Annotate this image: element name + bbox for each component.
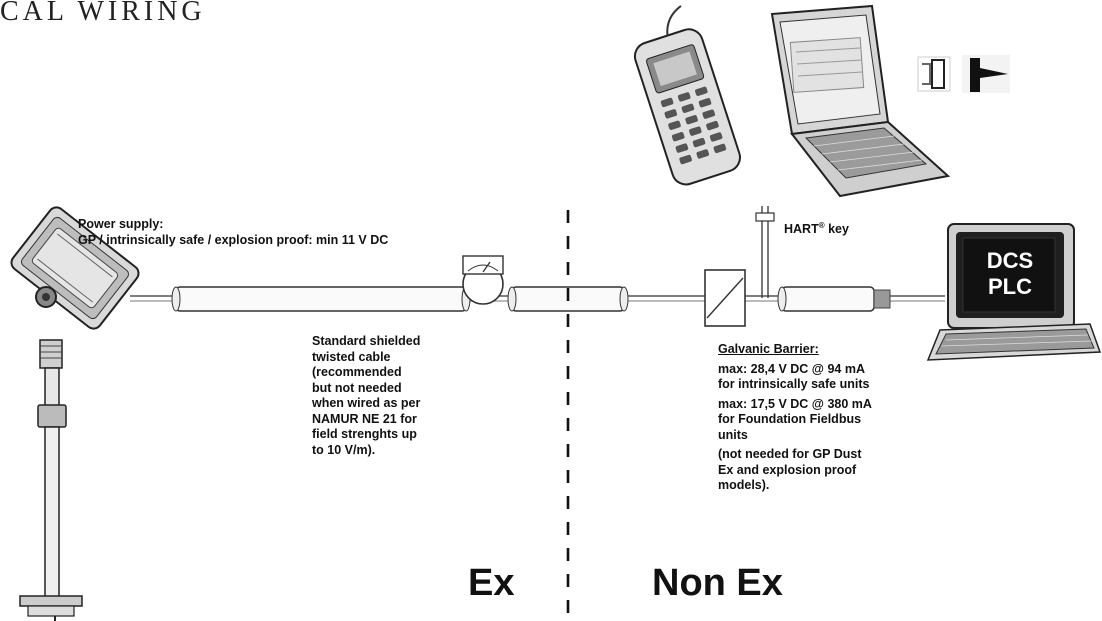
cable-line: NAMUR NE 21 for [312,411,417,426]
hart-key-label: HART® key [784,218,849,238]
power-supply-heading: Power supply: [78,217,164,231]
barrier-line: for intrinsically safe units [718,377,870,391]
barrier-line: max: 28,4 V DC @ 94 mA [718,361,865,376]
shielded-cable-segment [777,286,891,312]
registered-mark: ® [818,221,825,230]
hart-key-connector [755,206,775,298]
arrow-logo-icon [962,55,1010,93]
page-title: CAL WIRING [0,0,206,27]
cable-line: twisted cable [312,349,391,364]
barrier-line: models). [718,478,770,492]
galvanic-barrier-icon [704,269,746,327]
dcs-label: DCS [987,248,1033,273]
ex-zone-label: Ex [468,562,515,604]
barrier-heading: Galvanic Barrier: [718,342,819,356]
handheld-communicator-icon [633,5,741,186]
barrier-line: units [718,427,748,442]
barrier-line: max: 17,5 V DC @ 380 mA [718,396,872,411]
hart-key-suffix: key [824,222,849,237]
cable-description: Standard shielded twisted cable (recomme… [312,334,420,458]
power-supply-label: Power supply: GP / intrinsically safe / … [78,217,388,248]
barrier-block-fieldbus: max: 17,5 V DC @ 380 mA for Foundation F… [718,397,872,444]
dcs-plc-computer-icon: DCS PLC [926,223,1102,361]
cable-line: when wired as per [312,396,421,410]
cable-line: field strenghts up [312,427,417,441]
cable-line: Standard shielded [312,334,421,348]
barrier-line: (not needed for GP Dust [718,447,862,461]
cable-line: (recommended [312,365,402,379]
barrier-line: for Foundation Fieldbus [718,412,862,426]
galvanic-barrier-description: Galvanic Barrier: max: 28,4 V DC @ 94 mA… [718,342,872,494]
cable-line: but not needed [312,380,402,395]
laptop-icon [770,4,951,198]
cable-line: to 10 V/m). [312,442,376,457]
level-transmitter-icon [10,206,140,621]
non-ex-zone-label: Non Ex [652,562,783,604]
barrier-block-note: (not needed for GP Dust Ex and explosion… [718,447,872,494]
hart-logo-icon [917,56,951,92]
shielded-cable-segment [171,286,471,312]
barrier-line: Ex and explosion proof [718,462,857,477]
barrier-block-intrinsic: max: 28,4 V DC @ 94 mA for intrinsically… [718,362,872,393]
hart-key-name: HART [784,222,819,237]
meter-icon [462,255,504,305]
plc-label: PLC [988,274,1032,299]
power-supply-text: GP / intrinsically safe / explosion proo… [78,232,389,247]
